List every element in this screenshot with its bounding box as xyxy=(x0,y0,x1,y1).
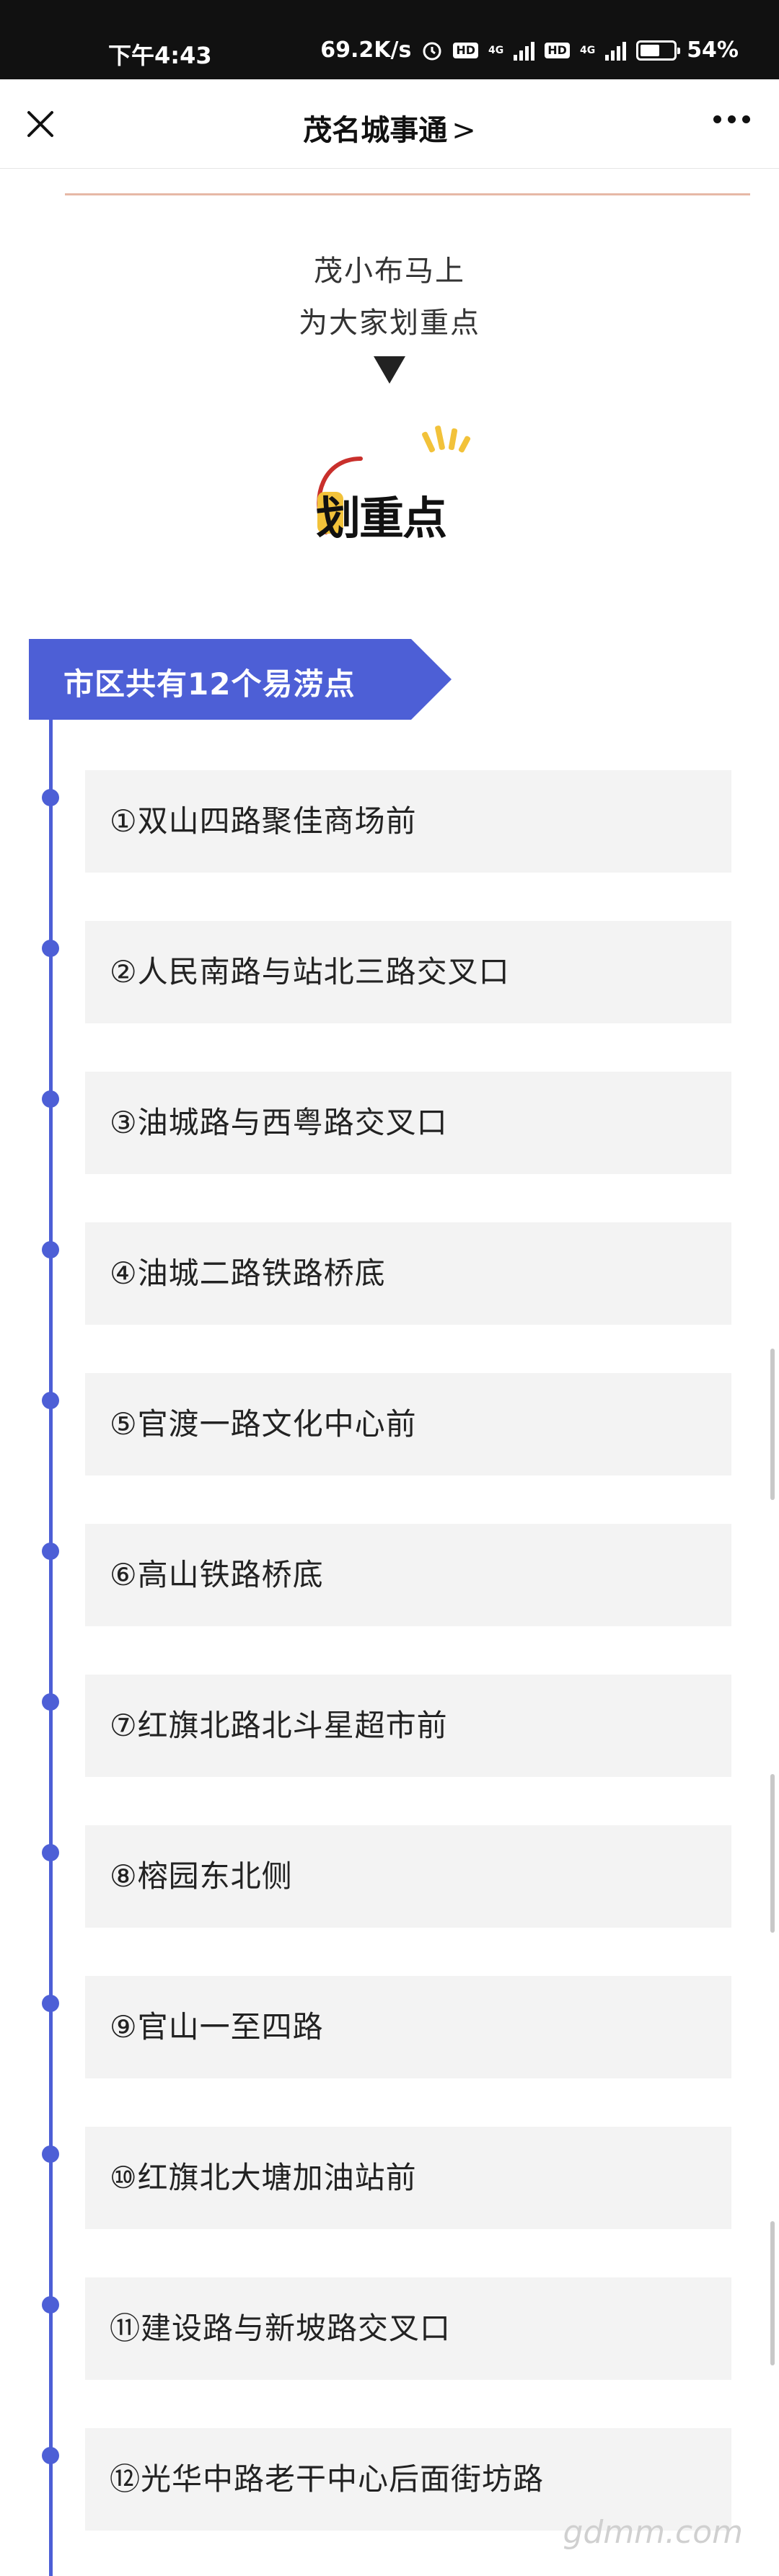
list-item-label: ⑨官山一至四路 xyxy=(110,2009,324,2045)
list-item-label: ③油城路与西粤路交叉口 xyxy=(110,1105,448,1140)
network-type: 4G xyxy=(488,44,504,56)
list-item-label: ②人民南路与站北三路交叉口 xyxy=(110,954,510,989)
alarm-icon xyxy=(423,42,441,60)
stamp-text: 划重点 xyxy=(316,492,447,544)
scrollbar xyxy=(770,2221,775,2365)
list-item-label: ④油城二路铁路桥底 xyxy=(110,1256,386,1291)
timeline-dot xyxy=(42,2296,59,2313)
network-speed: 69.2K/s xyxy=(320,38,412,63)
timeline-dot xyxy=(42,789,59,806)
close-icon[interactable] xyxy=(23,107,58,141)
intro-line-2: 为大家划重点 xyxy=(299,306,480,340)
app-header: 茂名城事通> xyxy=(0,79,779,169)
timeline-dot xyxy=(42,2447,59,2464)
timeline-dot xyxy=(42,1543,59,1560)
list-item: ⑤官渡一路文化中心前 xyxy=(85,1373,731,1476)
timeline-dot xyxy=(42,1995,59,2012)
list-item: ⑦红旗北路北斗星超市前 xyxy=(85,1675,731,1777)
page-title[interactable]: 茂名城事通> xyxy=(0,107,779,149)
list-item-label: ⑤官渡一路文化中心前 xyxy=(110,1406,417,1442)
status-time: 下午4:43 xyxy=(108,42,212,69)
timeline-dot xyxy=(42,940,59,957)
list-item-label: ⑪建设路与新坡路交叉口 xyxy=(110,2311,452,2346)
section-ribbon xyxy=(29,639,452,720)
status-indicators: 69.2K/s HD 4G HD 4G 54% xyxy=(320,38,739,63)
list-item-label: ⑦红旗北路北斗星超市前 xyxy=(110,1708,448,1743)
list-item: ③油城路与西粤路交叉口 xyxy=(85,1072,731,1174)
scrollbar xyxy=(770,1349,775,1500)
intro-line-1: 茂小布马上 xyxy=(314,255,465,288)
highlight-stamp-graphic xyxy=(317,425,471,534)
list-item: ⑧榕园东北侧 xyxy=(85,1825,731,1928)
timeline-dot xyxy=(42,2145,59,2163)
timeline-dot xyxy=(42,1241,59,1258)
highlight-stamp: 划重点 xyxy=(296,411,490,555)
divider xyxy=(65,193,750,195)
hd-badge: HD xyxy=(453,42,479,58)
list-item: ①双山四路聚佳商场前 xyxy=(85,770,731,873)
network-type: 4G xyxy=(579,44,596,56)
list-item: ⑥高山铁路桥底 xyxy=(85,1524,731,1626)
list-item: ④油城二路铁路桥底 xyxy=(85,1222,731,1325)
scrollbar xyxy=(770,1774,775,1933)
chevron-right-icon: > xyxy=(452,114,476,147)
timeline-dot xyxy=(42,1693,59,1711)
list-item: ⑨官山一至四路 xyxy=(85,1976,731,2078)
battery-icon xyxy=(636,40,681,61)
list-item-label: ⑫光华中路老干中心后面街坊路 xyxy=(110,2461,545,2497)
signal-icon xyxy=(605,40,627,61)
list-item-label: ⑥高山铁路桥底 xyxy=(110,1557,324,1592)
intro-text: 茂小布马上 为大家划重点 xyxy=(0,245,779,349)
list-item: ②人民南路与站北三路交叉口 xyxy=(85,921,731,1023)
signal-icon xyxy=(514,40,535,61)
down-arrow-icon xyxy=(374,356,405,384)
battery-level: 54% xyxy=(687,38,739,63)
page-title-text: 茂名城事通 xyxy=(303,114,448,147)
list-item-label: ⑧榕园东北侧 xyxy=(110,1858,293,1894)
list-item: ⑩红旗北大塘加油站前 xyxy=(85,2127,731,2229)
list-item-label: ①双山四路聚佳商场前 xyxy=(110,803,417,839)
hd-badge: HD xyxy=(545,42,570,58)
list-item: ⑪建设路与新坡路交叉口 xyxy=(85,2277,731,2380)
more-icon[interactable] xyxy=(713,115,750,123)
timeline-dot xyxy=(42,1844,59,1861)
watermark-text: gdmm.com xyxy=(563,2514,743,2551)
status-bar: 下午4:43 69.2K/s HD 4G HD 4G 54% xyxy=(0,0,779,79)
timeline-line xyxy=(49,720,53,2576)
section-title: 市区共有12个易涝点 xyxy=(63,666,356,702)
list-item-label: ⑩红旗北大塘加油站前 xyxy=(110,2160,417,2195)
timeline-dot xyxy=(42,1392,59,1409)
list-item: ⑫光华中路老干中心后面街坊路 xyxy=(85,2428,731,2531)
timeline-dot xyxy=(42,1090,59,1108)
